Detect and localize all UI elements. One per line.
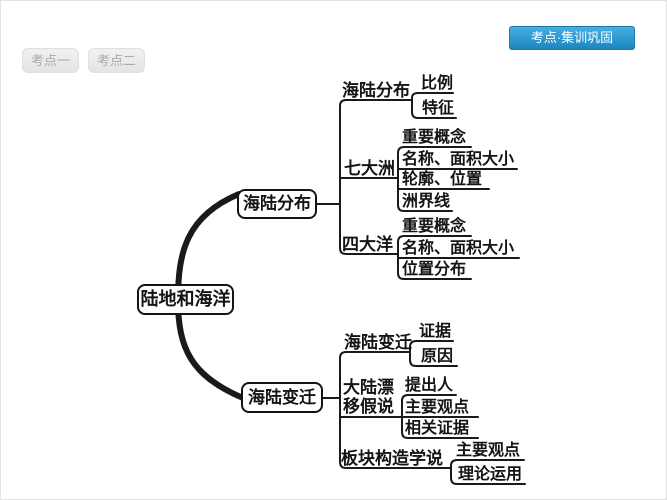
tab-kaodian-2[interactable]: 考点二 [88,48,145,73]
label-proportion: 比例 [421,75,454,92]
label-name-area-size-1: 名称、面积大小 [402,151,515,168]
label-cause: 原因 [421,348,454,365]
label-four-oceans: 四大洋 [342,235,393,254]
kaodian-drill-button[interactable]: 考点·集训巩固 [509,26,635,50]
label-outline-position: 轮廓、位置 [402,171,483,188]
label-sea-land-change: 海陆变迁 [344,333,412,352]
label-key-concepts-1: 重要概念 [402,129,467,146]
label-position-distribution: 位置分布 [402,261,467,278]
label-main-viewpoints-1: 主要观点 [405,399,470,416]
label-related-evidence: 相关证据 [405,420,470,437]
label-plate-tectonics-theory: 板块构造学说 [341,449,443,468]
label-main-viewpoints-2: 主要观点 [456,442,521,459]
tab-kaodian-1[interactable]: 考点一 [22,48,79,73]
label-theory-application: 理论运用 [458,466,523,483]
label-sea-land-distribution: 海陆分布 [342,81,410,100]
root-node-land-and-ocean: 陆地和海洋 [137,284,234,315]
label-evidence: 证据 [419,323,452,340]
label-seven-continents: 七大洲 [344,159,395,178]
label-continental-drift-hypothesis: 大陆漂移假说 [343,378,394,416]
label-continent-boundaries: 洲界线 [402,193,451,210]
branch-node-sea-land-distribution: 海陆分布 [237,189,317,219]
label-proposer: 提出人 [405,377,454,394]
branch-node-sea-land-change: 海陆变迁 [241,382,323,413]
label-key-concepts-2: 重要概念 [402,218,467,235]
label-name-area-size-2: 名称、面积大小 [402,240,515,257]
label-characteristics: 特征 [422,100,455,117]
